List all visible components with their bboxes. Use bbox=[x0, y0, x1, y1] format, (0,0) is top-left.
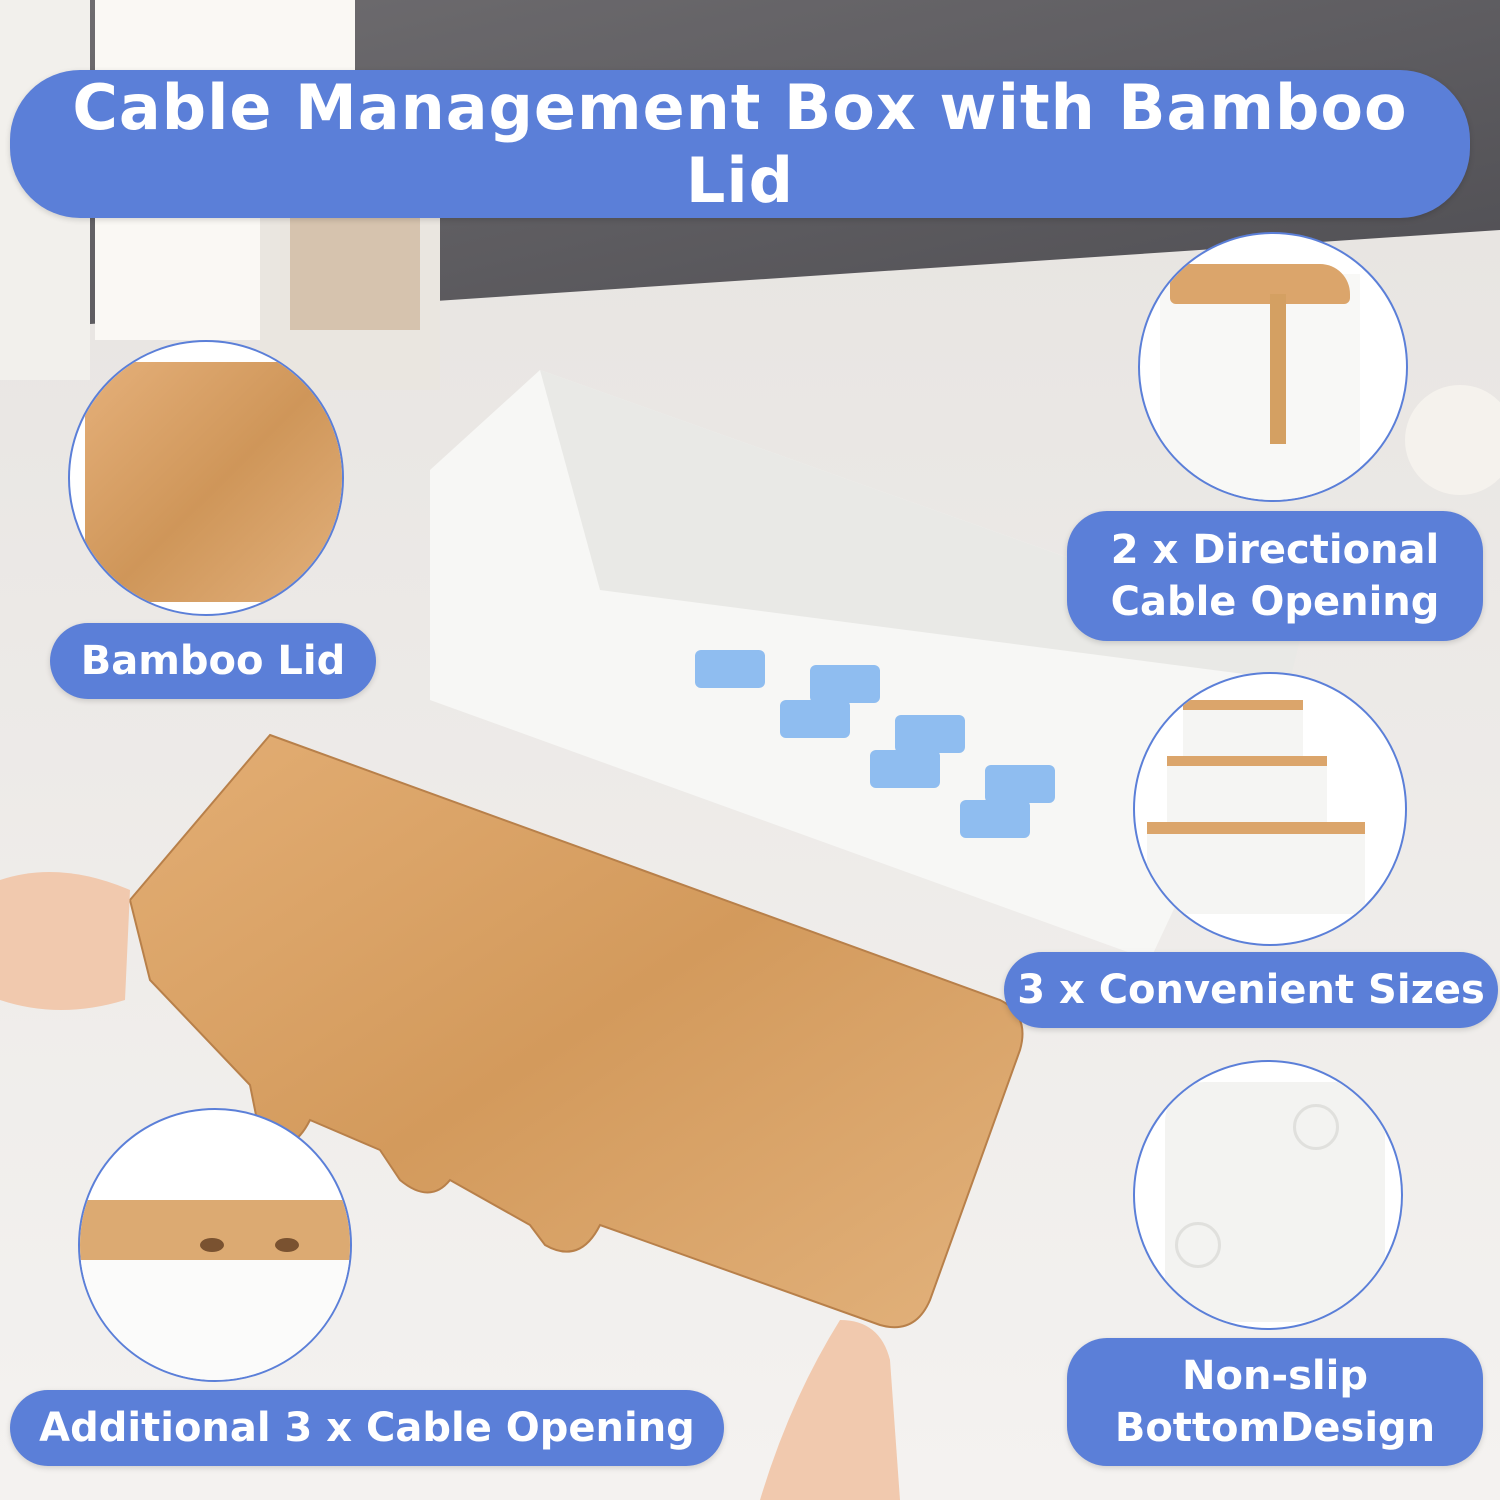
non-slip-closeup bbox=[1133, 1060, 1403, 1330]
title-banner: Cable Management Box with Bamboo Lid bbox=[10, 70, 1470, 218]
bamboo-lid-closeup bbox=[68, 340, 344, 616]
directional-opening-closeup bbox=[1138, 232, 1408, 502]
non-slip-label: Non-slip BottomDesign bbox=[1067, 1338, 1483, 1466]
page-title: Cable Management Box with Bamboo Lid bbox=[72, 71, 1408, 217]
bamboo-lid-label: Bamboo Lid bbox=[50, 623, 376, 699]
directional-opening-label: 2 x Directional Cable Opening bbox=[1067, 511, 1483, 641]
sizes-label: 3 x Convenient Sizes bbox=[1004, 952, 1498, 1028]
sizes-closeup bbox=[1133, 672, 1407, 946]
additional-opening-label: Additional 3 x Cable Opening bbox=[10, 1390, 724, 1466]
cable-opening-closeup bbox=[78, 1108, 352, 1382]
